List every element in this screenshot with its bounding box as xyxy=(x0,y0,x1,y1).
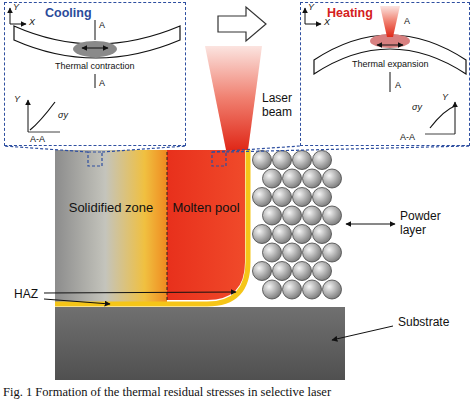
label: Thermal contraction xyxy=(55,61,135,71)
label: Substrate xyxy=(398,316,449,330)
label: A xyxy=(395,80,401,90)
zone-label: Solidified zone xyxy=(69,200,154,219)
label: HAZ xyxy=(14,288,38,302)
cooling-figure xyxy=(10,8,180,132)
powder-layer xyxy=(253,151,342,300)
molten-pool xyxy=(167,150,245,300)
label: X xyxy=(324,17,330,27)
panel-title: Heating xyxy=(327,6,469,21)
heating-figure xyxy=(305,6,466,134)
figure-caption: Fig. 1 Formation of the thermal residual… xyxy=(3,385,471,400)
zone-region: Solidified zone xyxy=(55,200,167,219)
solidified-zone xyxy=(55,150,167,302)
label: A-A xyxy=(30,134,45,144)
haz-rim xyxy=(55,150,248,304)
detail-links xyxy=(4,146,470,166)
label: A xyxy=(99,78,105,88)
label: Laser beam xyxy=(262,92,300,120)
label: Powder layer xyxy=(400,210,466,238)
zone-divider xyxy=(167,152,168,300)
label: σy xyxy=(58,110,68,120)
zone-label: Molten pool xyxy=(172,200,239,219)
label: X xyxy=(29,17,35,27)
label: Y xyxy=(442,92,448,102)
label: Thermal expansion xyxy=(352,59,429,69)
zone-region: Molten pool xyxy=(167,200,245,219)
label: A-A xyxy=(400,132,415,142)
scan-arrow xyxy=(218,7,266,41)
panel-title: Cooling xyxy=(45,6,185,21)
label: Y xyxy=(308,2,314,12)
label: A xyxy=(99,20,105,30)
label: A xyxy=(404,16,410,26)
label: σy xyxy=(412,102,422,112)
laser-beam xyxy=(205,46,262,150)
label: Y xyxy=(14,94,20,104)
label: Y xyxy=(13,2,19,12)
substrate xyxy=(55,307,345,380)
leader-lines xyxy=(44,224,395,340)
